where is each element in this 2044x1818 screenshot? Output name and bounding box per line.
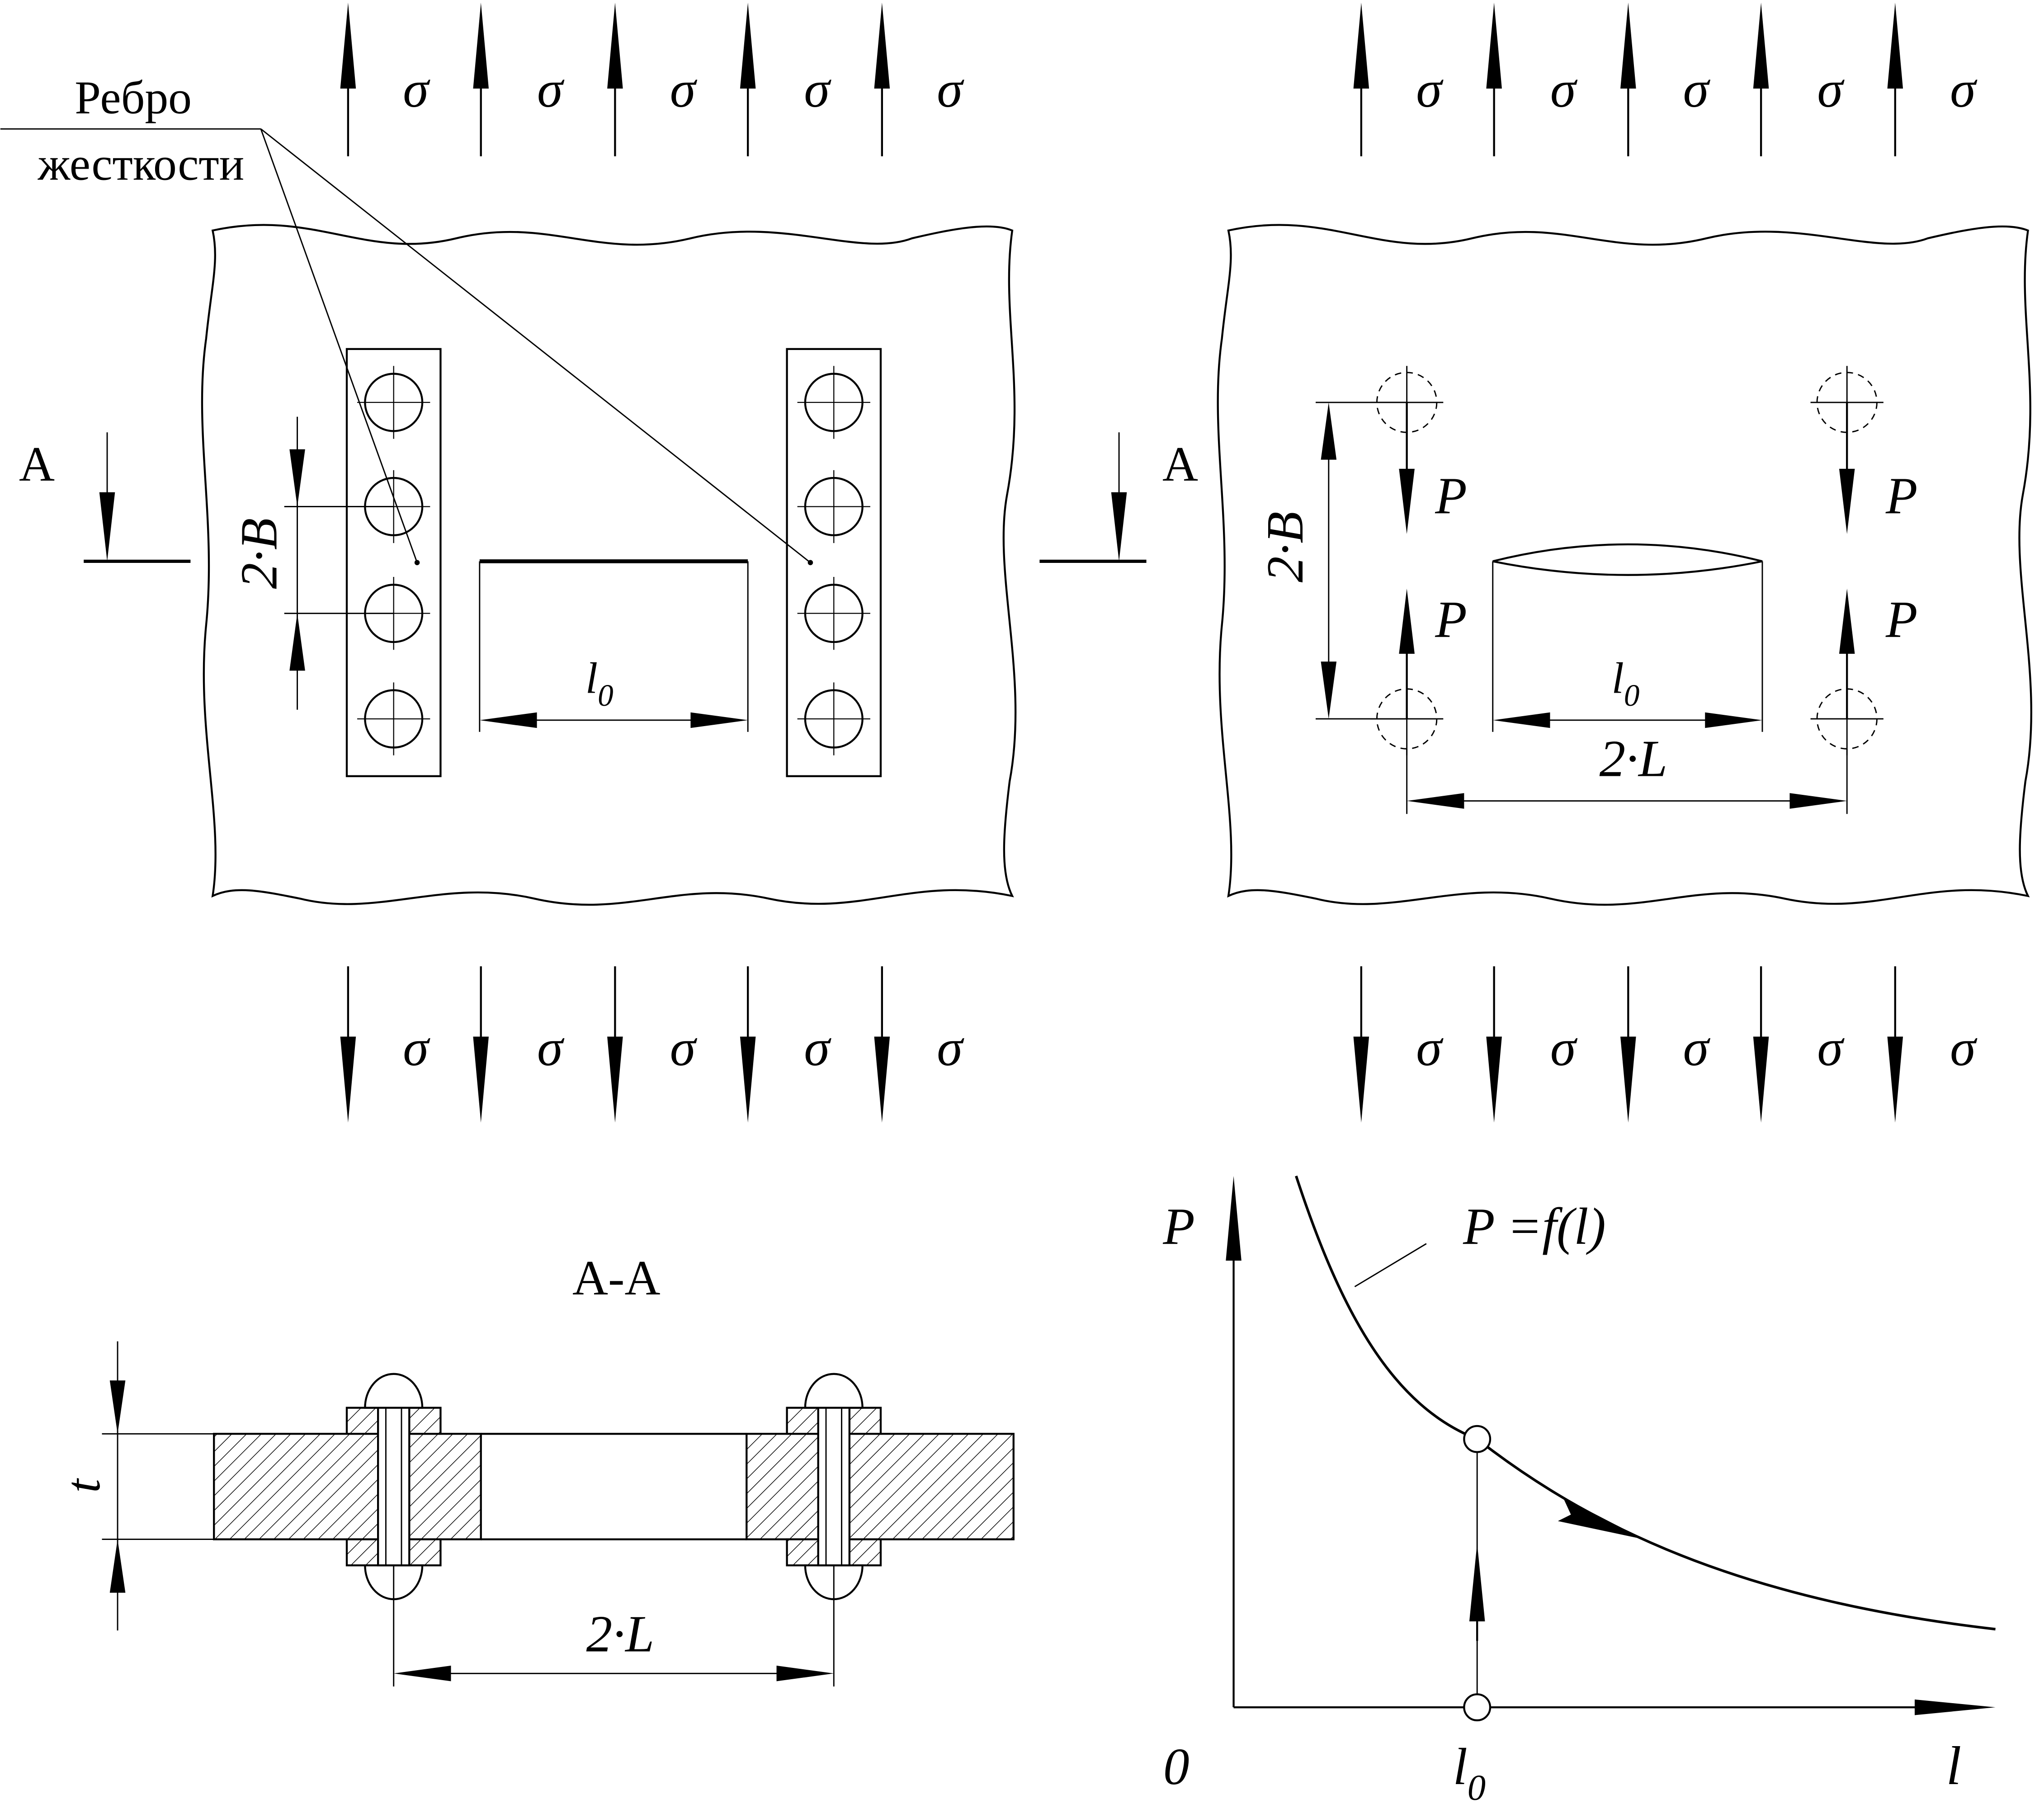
graph-axis-P-label: P	[1162, 1197, 1194, 1255]
section-mark-left	[84, 432, 191, 563]
stress-arrow-head-up	[1486, 2, 1502, 89]
plate-section-right	[746, 1433, 1015, 1540]
section-mark-label-left: A	[19, 436, 55, 491]
stress-arrow-head-up	[607, 2, 623, 89]
stress-arrow-head-up	[473, 2, 489, 89]
sigma-label: σ	[403, 1019, 430, 1077]
stress-arrow-head-down	[874, 1036, 890, 1123]
sigma-label: σ	[537, 60, 565, 118]
stress-arrow-head-down	[473, 1036, 489, 1123]
sigma-label: σ	[1416, 60, 1444, 118]
stress-arrow-head-up	[340, 2, 356, 89]
dim-2L-label-section: 2·L	[586, 1605, 654, 1662]
stress-arrow-head-up	[1620, 2, 1636, 89]
stress-arrow-head-up	[1753, 2, 1769, 89]
stress-arrow-head-down	[1753, 1036, 1769, 1123]
dimension-2L-section	[393, 1565, 835, 1687]
sigma-label: σ	[804, 1019, 831, 1077]
sigma-label: σ	[1817, 60, 1845, 118]
force-label-P-2: P	[1885, 467, 1917, 524]
dimension-t	[102, 1341, 214, 1631]
force-label-P-3: P	[1435, 590, 1467, 648]
sigma-label: σ	[1683, 1019, 1711, 1077]
stress-arrow-head-down	[740, 1036, 756, 1123]
sigma-labels: σ σ σ σ σ σ σ σ σ σ σ σ σ σ σ σ σ σ σ σ	[403, 60, 1978, 1077]
rib-leader-lines	[0, 128, 811, 563]
dim-2B-label-right: 2·B	[1256, 511, 1314, 582]
sigma-label: σ	[1550, 60, 1578, 118]
dim-2L-label-top: 2·L	[1600, 730, 1667, 788]
sigma-label: σ	[403, 60, 430, 118]
stress-arrow-head-down	[1353, 1036, 1369, 1123]
dim-l0-label: l0	[585, 654, 614, 713]
dimension-2B-right	[1316, 401, 1407, 720]
load-vs-length-graph: P 0 l l0 P =f(l)	[1162, 1176, 1996, 1808]
force-label-P-4: P	[1885, 590, 1917, 648]
sigma-label: σ	[537, 1019, 565, 1077]
stress-arrows	[340, 2, 1903, 1123]
section-A-A: A-A	[55, 1250, 1015, 1687]
section-mark-right	[1039, 432, 1147, 563]
sigma-label: σ	[804, 60, 831, 118]
plate-section-left	[213, 1433, 482, 1540]
thickness-label: t	[55, 1478, 110, 1493]
left-plate-outline	[201, 224, 1017, 906]
right-plate-outline	[1217, 224, 2033, 906]
section-mark-label-right: A	[1162, 436, 1198, 491]
stress-arrow-head-up	[740, 2, 756, 89]
dim-2B-label-left: 2·B	[230, 518, 288, 589]
stress-arrow-head-down	[1486, 1036, 1502, 1123]
graph-origin-label: 0	[1163, 1738, 1190, 1795]
section-title: A-A	[572, 1250, 661, 1305]
force-label-P-1: P	[1435, 467, 1467, 524]
force-arrows-P	[1399, 402, 1855, 719]
right-plate-panel: P P P P l0 2·L 2·B	[1039, 224, 2033, 906]
sigma-label: σ	[937, 1019, 964, 1077]
stress-arrow-head-up	[1887, 2, 1903, 89]
graph-curve	[1295, 1176, 1996, 1631]
stiffener-rib-left	[345, 348, 442, 777]
graph-tick-l0-label: l0	[1453, 1738, 1486, 1808]
stress-arrow-head-up	[874, 2, 890, 89]
graph-curve-label: P =f(l)	[1463, 1197, 1606, 1255]
sigma-label: σ	[1950, 1019, 1978, 1077]
sigma-label: σ	[937, 60, 964, 118]
stiffener-rib-right	[786, 348, 882, 777]
rib-label-line1: Ребро	[75, 72, 192, 124]
graph-axis-l-label: l	[1946, 1736, 1962, 1796]
dimension-l0-top	[479, 712, 748, 728]
sigma-label: σ	[1683, 60, 1711, 118]
dimension-l0-right	[1492, 712, 1762, 728]
sigma-label: σ	[1950, 60, 1978, 118]
rib-label-line2: жесткости	[38, 138, 245, 190]
graph-point-l0	[1463, 1693, 1492, 1722]
sigma-label: σ	[1416, 1019, 1444, 1077]
graph-load-arrow	[1469, 1543, 1485, 1622]
sigma-label: σ	[670, 1019, 698, 1077]
stress-arrow-head-down	[1887, 1036, 1903, 1123]
stress-arrow-head-down	[607, 1036, 623, 1123]
dimension-2L-top	[1406, 749, 1848, 814]
sigma-label: σ	[1550, 1019, 1578, 1077]
stress-arrow-head-down	[1620, 1036, 1636, 1123]
dim-l0-label-right: l0	[1612, 654, 1640, 713]
sigma-label: σ	[1817, 1019, 1845, 1077]
left-plate-panel: l0 2·B Ребро жесткости A	[0, 72, 1017, 906]
opened-crack	[1492, 543, 1763, 576]
sigma-label: σ	[670, 60, 698, 118]
stress-arrow-head-up	[1353, 2, 1369, 89]
stress-arrow-head-down	[340, 1036, 356, 1123]
graph-point-critical	[1463, 1425, 1492, 1453]
dimension-2B-left	[284, 416, 394, 710]
